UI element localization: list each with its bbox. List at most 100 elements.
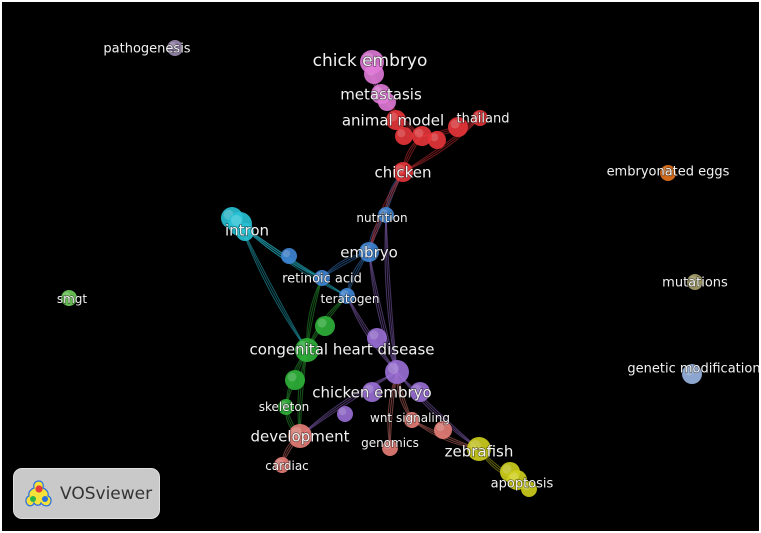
node-bubble-embryo-highlight [361, 244, 371, 254]
cluster-bubble-14[interactable] [337, 406, 353, 422]
node-label-intron[interactable]: intron [224, 221, 269, 240]
node-bubble-pathogenesis[interactable] [167, 40, 183, 56]
link-embryo-chicken_embryo [368, 251, 398, 373]
cluster-bubble-15-highlight [436, 423, 445, 432]
node-label-congenital_heart_disease[interactable]: congenital heart disease [249, 340, 435, 359]
node-bubble-embryonated_eggs[interactable] [660, 165, 676, 181]
cluster-bubble-15[interactable] [434, 421, 452, 439]
node-bubble-nutrition[interactable] [378, 207, 394, 223]
cluster-bubble-14-highlight [339, 408, 347, 416]
cluster-bubble-11-highlight [369, 330, 379, 340]
vosviewer-logo[interactable]: VOSviewer [13, 468, 160, 519]
bubbles-layer [61, 40, 703, 497]
cluster-bubble-12-highlight [412, 384, 422, 394]
node-label-pathogenesis[interactable]: pathogenesis [103, 41, 192, 57]
node-bubble-congenital_heart_disease-highlight [298, 341, 309, 352]
node-bubble-genetic_modification[interactable] [682, 364, 702, 384]
node-label-smgt[interactable]: smgt [56, 292, 88, 307]
node-label-chicken_embryo[interactable]: chicken embryo [312, 383, 433, 402]
link-embryo-chicken_embryo [368, 251, 398, 373]
node-bubble-wnt_signaling[interactable] [404, 412, 420, 428]
node-label-embryonated_eggs[interactable]: embryonated eggs [606, 164, 730, 180]
node-bubble-thailand[interactable] [472, 110, 488, 126]
node-bubble-congenital_heart_disease[interactable] [295, 338, 319, 362]
node-bubble-smgt[interactable] [61, 290, 77, 306]
node-label-retinoic_acid[interactable]: retinoic acid [281, 271, 362, 287]
node-bubble-apoptosis-highlight [509, 472, 519, 482]
node-label-embryo[interactable]: embryo [340, 243, 399, 262]
node-bubble-zebrafish[interactable] [467, 437, 491, 461]
cluster-bubble-10-highlight [287, 372, 297, 382]
node-label-thailand[interactable]: thailand [456, 111, 510, 127]
node-bubble-chick_embryo[interactable] [360, 50, 384, 74]
labels-layer: pathogenesis chick embryo metastasis animal… [56, 41, 759, 492]
cluster-bubble-4[interactable] [428, 131, 446, 149]
cluster-bubble-16-highlight [502, 464, 512, 474]
node-bubble-thailand-highlight [474, 112, 482, 120]
cluster-bubble-8[interactable] [281, 248, 297, 264]
node-bubble-chicken_embryo[interactable] [385, 360, 409, 384]
link-intron-congenital_heart_disease [239, 223, 308, 351]
node-bubble-retinoic_acid[interactable] [314, 270, 330, 286]
node-label-skeleton[interactable]: skeleton [258, 400, 310, 415]
node-label-genomics[interactable]: genomics [360, 436, 419, 451]
cluster-bubble-13[interactable] [362, 382, 382, 402]
cluster-bubble-10[interactable] [285, 370, 305, 390]
node-bubble-chick_embryo-highlight [363, 53, 374, 64]
node-label-cardiac[interactable]: cardiac [265, 459, 310, 474]
node-label-wnt_signaling[interactable]: wnt signaling [369, 411, 450, 426]
node-label-genetic_modification[interactable]: genetic modification [627, 361, 759, 377]
node-bubble-intron-highlight [231, 215, 242, 226]
vosviewer-logo-text: VOSviewer [60, 483, 153, 504]
node-bubble-intron[interactable] [228, 212, 252, 236]
node-bubble-genetic_modification-highlight [684, 366, 694, 376]
node-bubble-metastasis-highlight [373, 86, 383, 96]
node-bubble-genomics[interactable] [382, 440, 398, 456]
node-bubble-genomics-highlight [384, 442, 392, 450]
node-bubble-skeleton[interactable] [278, 399, 294, 415]
cluster-bubble-3-highlight [397, 129, 406, 138]
node-label-metastasis[interactable]: metastasis [340, 85, 423, 104]
cluster-bubble-2[interactable] [386, 110, 406, 130]
node-bubble-chicken_embryo-highlight [388, 363, 399, 374]
link-nutrition-chicken_embryo [385, 214, 398, 373]
node-label-nutrition[interactable]: nutrition [356, 211, 408, 226]
node-bubble-chicken[interactable] [393, 162, 413, 182]
node-bubble-embryo[interactable] [359, 242, 379, 262]
cluster-bubble-3[interactable] [395, 127, 413, 145]
cluster-bubble-9[interactable] [315, 316, 335, 336]
node-bubble-smgt-highlight [63, 292, 71, 300]
link-embryo-chicken_embryo [368, 251, 398, 373]
node-bubble-mutations[interactable] [687, 274, 703, 290]
node-bubble-metastasis[interactable] [371, 84, 391, 104]
node-label-development[interactable]: development [250, 427, 350, 446]
cluster-bubble-8-highlight [283, 250, 291, 258]
node-bubble-teratogen[interactable] [339, 288, 355, 304]
node-bubble-retinoic_acid-highlight [316, 272, 324, 280]
node-bubble-pathogenesis-highlight [169, 42, 177, 50]
cluster-bubble-11[interactable] [367, 328, 387, 348]
node-bubble-cardiac[interactable] [274, 457, 290, 473]
node-bubble-chicken-highlight [395, 164, 405, 174]
node-bubble-development[interactable] [288, 424, 312, 448]
node-label-zebrafish[interactable]: zebrafish [444, 442, 514, 461]
node-label-animal_model[interactable]: animal model [341, 111, 445, 130]
node-bubble-cardiac-highlight [276, 459, 284, 467]
cluster-bubble-12[interactable] [410, 382, 430, 402]
node-label-mutations[interactable]: mutations [662, 275, 729, 291]
node-bubble-nutrition-highlight [380, 209, 388, 217]
node-bubble-apoptosis[interactable] [507, 470, 527, 490]
node-label-teratogen[interactable]: teratogen [320, 292, 380, 307]
link-nutrition-chicken_embryo [385, 214, 398, 373]
node-bubble-animal_model[interactable] [412, 126, 432, 146]
node-label-apoptosis[interactable]: apoptosis [490, 476, 554, 492]
node-label-chicken[interactable]: chicken [374, 163, 432, 182]
link-chicken_embryo-development [299, 371, 398, 437]
node-bubble-wnt_signaling-highlight [406, 414, 414, 422]
cluster-bubble-9-highlight [317, 318, 327, 328]
cluster-bubble-5[interactable] [448, 117, 468, 137]
node-bubble-animal_model-highlight [414, 128, 424, 138]
node-label-chick_embryo[interactable]: chick embryo [312, 50, 428, 71]
